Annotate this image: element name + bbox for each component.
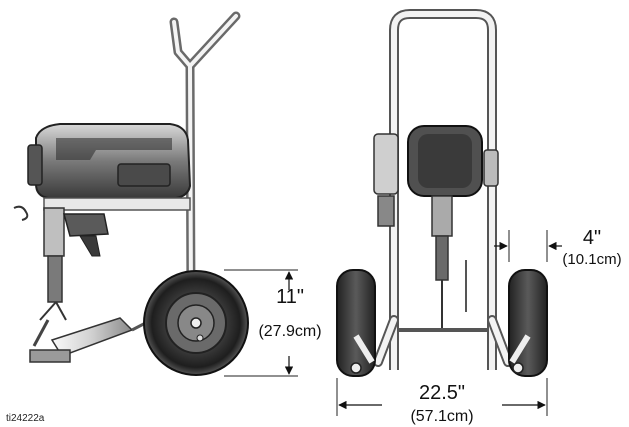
wheel-width-dimension: 4" (10.1cm) bbox=[494, 227, 622, 268]
side-view bbox=[13, 11, 249, 376]
wheel-height-imperial: 11" bbox=[276, 286, 304, 308]
front-pump bbox=[431, 195, 467, 332]
overall-width-metric: (57.1cm) bbox=[410, 408, 473, 425]
pump-assembly bbox=[13, 205, 109, 347]
figure-id: ti24222a bbox=[6, 413, 45, 424]
side-wheel bbox=[143, 270, 249, 376]
front-view bbox=[336, 9, 548, 377]
overall-width-imperial: 22.5" bbox=[419, 382, 465, 404]
overall-width-dimension: 22.5" (57.1cm) bbox=[336, 378, 548, 425]
wheel-height-metric: (27.9cm) bbox=[258, 323, 321, 340]
front-motor bbox=[373, 125, 499, 227]
wheel-width-imperial: 4" bbox=[583, 227, 601, 249]
wheel-height-dimension: 11" (27.9cm) bbox=[224, 269, 322, 377]
front-wheel-right bbox=[508, 269, 548, 377]
motor-housing bbox=[27, 123, 192, 199]
wheel-width-metric: (10.1cm) bbox=[562, 251, 621, 268]
front-wheel-left bbox=[336, 269, 376, 377]
